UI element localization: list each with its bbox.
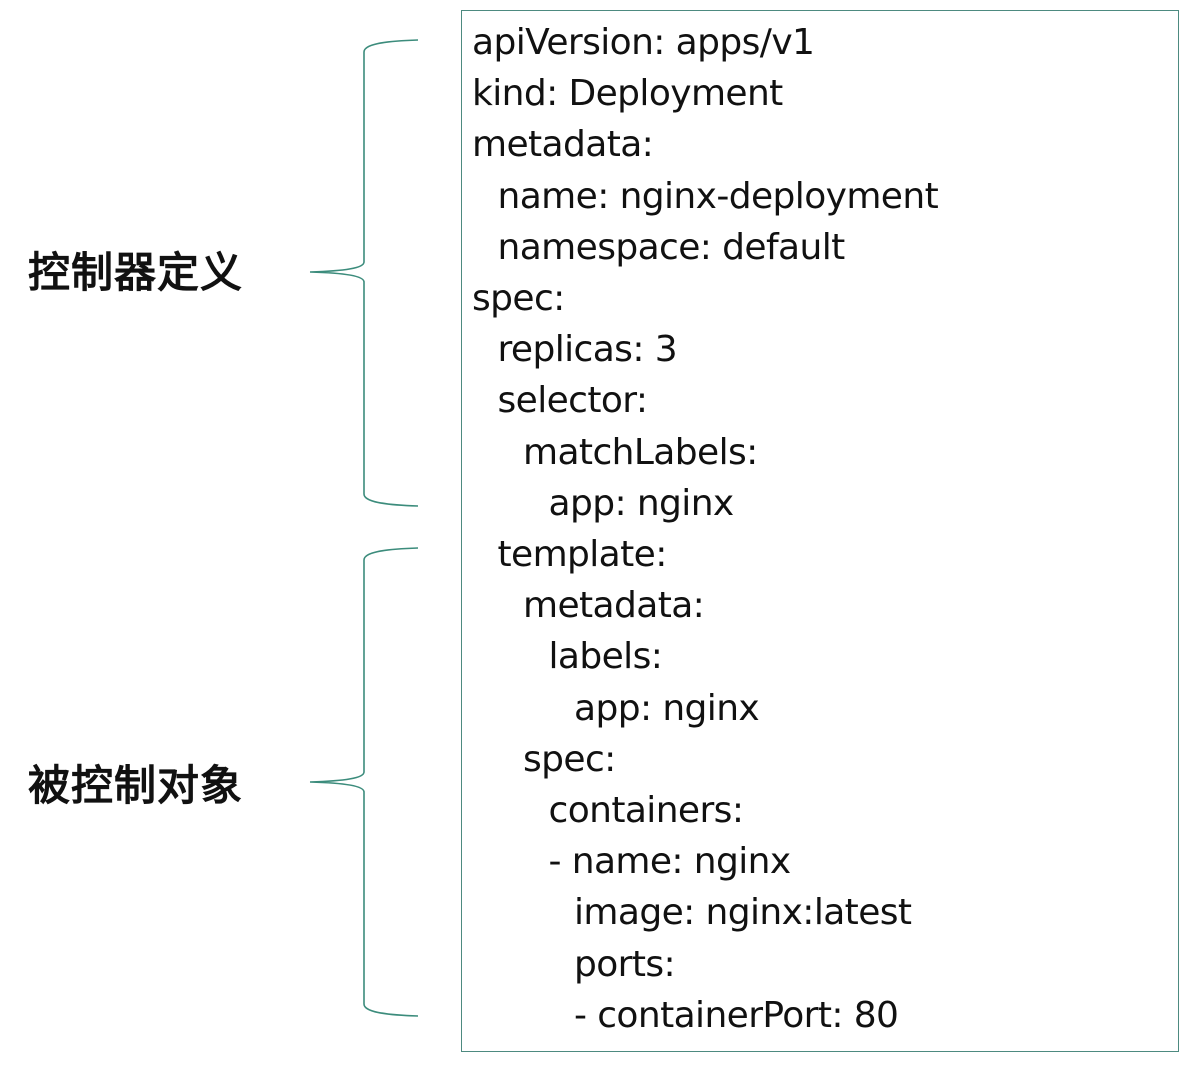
yaml-code-box: apiVersion: apps/v1 kind: Deployment metad… [461, 10, 1179, 1052]
label-controlled-object: 被控制对象 [28, 761, 244, 810]
code-line: app: nginx [574, 687, 760, 729]
code-line: kind: Deployment [472, 73, 783, 115]
code-line: containers: [548, 790, 744, 831]
code-line: namespace: default [497, 226, 846, 268]
code-line: name: nginx-deployment [497, 175, 939, 217]
brace-controlled-object [309, 547, 419, 1017]
code-line: template: [497, 534, 668, 575]
code-line: apiVersion: apps/v1 [472, 22, 815, 63]
code-line: labels: [548, 636, 663, 678]
label-controller-definition: 控制器定义 [28, 248, 244, 297]
code-line: spec: [472, 278, 565, 319]
code-line: matchLabels: [523, 431, 758, 473]
code-line: metadata: [523, 585, 705, 627]
code-line: spec: [523, 738, 616, 780]
code-line: app: nginx [548, 482, 735, 524]
code-line: - containerPort: 80 [574, 994, 899, 1036]
code-line: replicas: 3 [497, 329, 678, 371]
code-line: metadata: [472, 124, 654, 166]
code-line: - name: nginx [548, 841, 792, 883]
brace-controller-definition [309, 39, 419, 507]
code-line: image: nginx:latest [574, 892, 912, 934]
code-line: ports: [574, 943, 676, 985]
code-line: selector: [497, 380, 648, 422]
